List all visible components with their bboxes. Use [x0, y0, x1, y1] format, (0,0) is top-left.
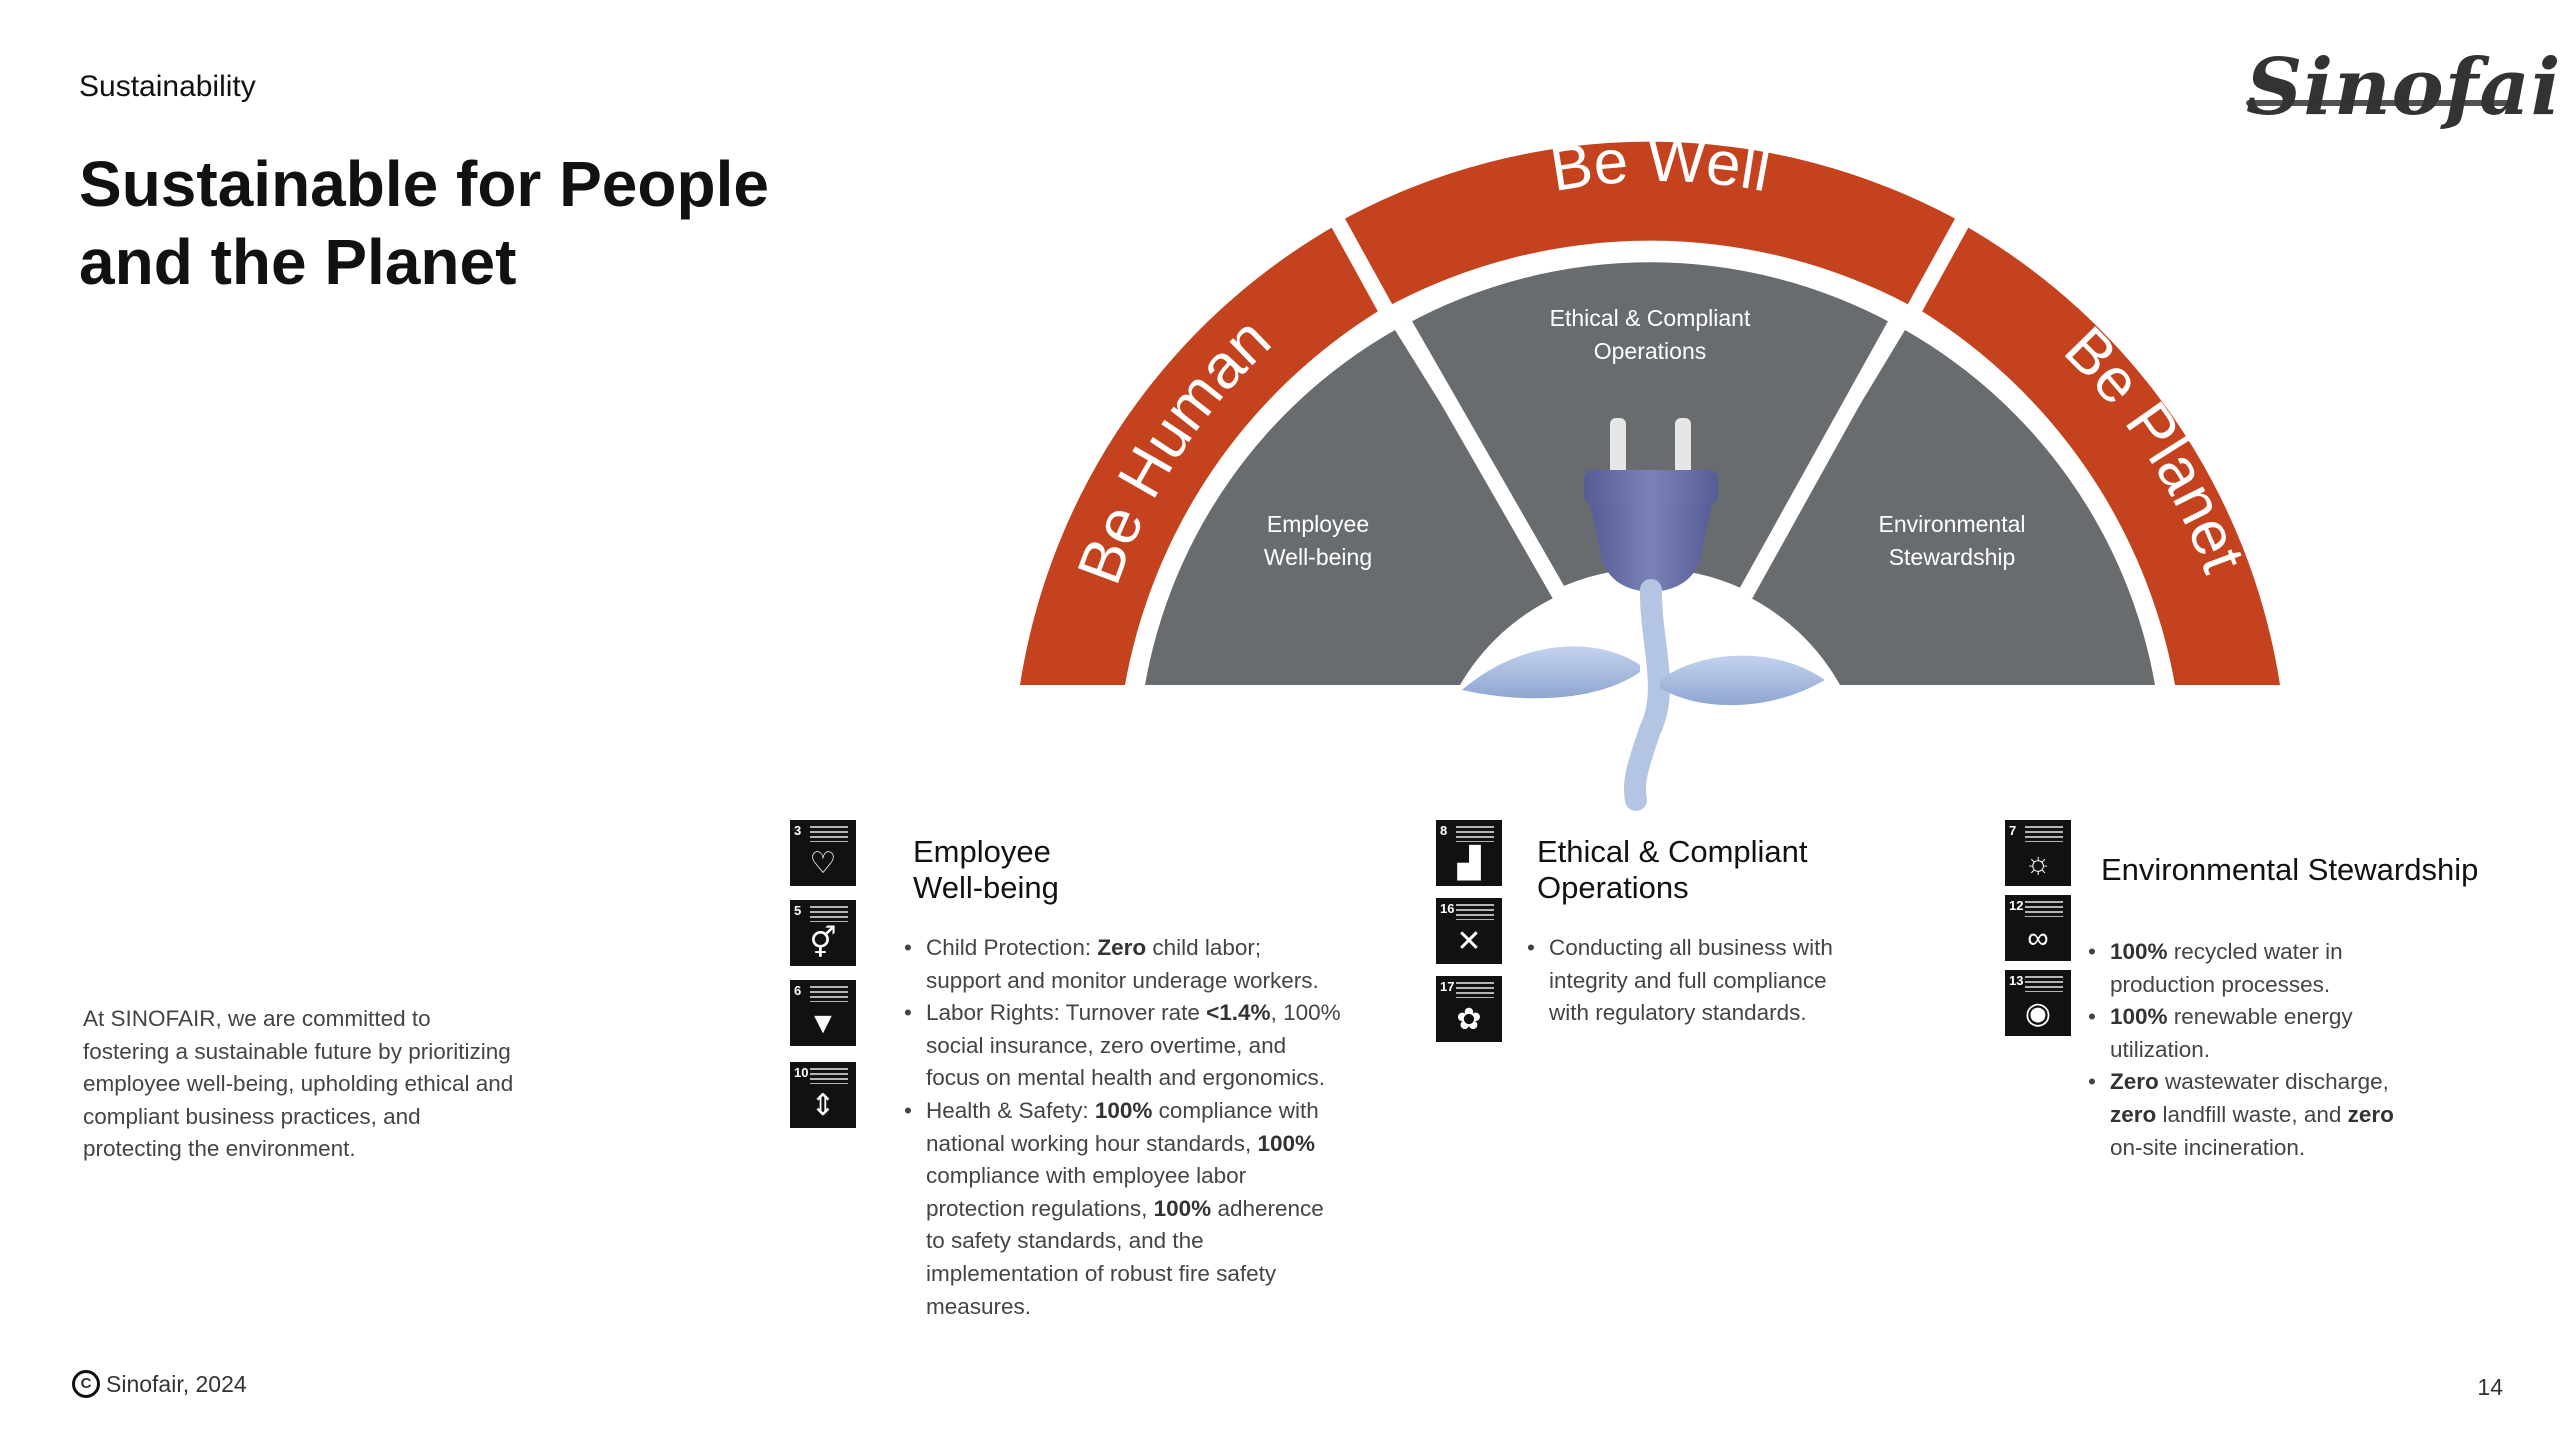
sdg-goal-13: 13 ◉ — [2005, 970, 2071, 1036]
sector-label-right-line2: Stewardship — [1889, 544, 2016, 570]
partnerships-icon: ✿ — [1456, 1003, 1482, 1036]
outer-ring-right — [1920, 224, 2280, 685]
heartbeat-icon: ♡ — [809, 847, 837, 880]
sdg-number: 12 — [2009, 898, 2024, 913]
sector-label-center-line2: Operations — [1594, 338, 1707, 364]
sinofair-logo: Sinofair — [2246, 42, 2560, 152]
logo-text: Sinofair — [2246, 42, 2560, 133]
sdg-number: 16 — [1440, 901, 1455, 916]
bullet-item: Zero wastewater discharge, zero landfill… — [2086, 1066, 2416, 1164]
sdg-goal-8: 8 ▟ — [1436, 820, 1502, 886]
inner-sector-right — [1745, 330, 2155, 685]
sdg-goal-16: 16 ✕ — [1436, 898, 1502, 964]
responsible-consumption-icon: ∞ — [2027, 922, 2049, 955]
page-title-line2: and the Planet — [79, 226, 517, 298]
clean-energy-icon: ☼ — [2024, 847, 2052, 880]
peace-justice-icon: ✕ — [1456, 925, 1482, 958]
ring-separator-left — [1322, 204, 1408, 339]
sdg-goal-3: 3 ♡ — [790, 820, 856, 886]
reduced-inequalities-icon: ⇕ — [810, 1089, 836, 1122]
bullet-list-ethical: Conducting all business with integrity a… — [1525, 932, 1855, 1030]
gender-equality-icon: ⚥ — [809, 927, 837, 960]
plug-sprout-icon — [1462, 418, 1825, 811]
inner-sector-left — [1145, 330, 1560, 685]
intro-paragraph: At SINOFAIR, we are committed to fosteri… — [83, 1006, 514, 1161]
sdg-number: 7 — [2009, 823, 2017, 838]
sustainability-arch-diagram: Be Human Be Well Be Planet Employee Well… — [1020, 126, 2280, 811]
sector-label-center-line1: Ethical & Compliant — [1550, 305, 1751, 331]
section-label: Sustainability — [79, 70, 256, 103]
climate-action-icon: ◉ — [2024, 997, 2052, 1030]
sector-label-left-line1: Employee — [1267, 511, 1369, 537]
column-title-ethical: Ethical & Compliant Operations — [1537, 834, 1808, 905]
sdg-number: 8 — [1440, 823, 1448, 838]
ring-label-be-well: Be Well — [1546, 126, 1776, 206]
inner-sector-center — [1405, 262, 1895, 590]
page-title: Sustainable for People and the Planet — [79, 145, 839, 301]
page-number: 14 — [2477, 1374, 2503, 1400]
sdg-goal-7: 7 ☼ — [2005, 820, 2071, 886]
logo-underline — [2246, 100, 2516, 106]
sdg-number: 5 — [794, 903, 802, 918]
copyright-text: Sinofair, 2024 — [106, 1370, 247, 1397]
sdg-goal-5: 5 ⚥ — [790, 900, 856, 966]
bullet-item: Health & Safety: 100% compliance with na… — [902, 1095, 1342, 1323]
footer-copyright: C Sinofair, 2024 — [72, 1370, 247, 1398]
bullet-item: Child Protection: Zero child labor; supp… — [902, 932, 1342, 997]
column-title-environmental: Environmental Stewardship — [2101, 852, 2479, 887]
clean-water-icon: ▼ — [808, 1007, 838, 1040]
bullet-item: Conducting all business with integrity a… — [1525, 932, 1855, 1030]
sector-label-right-line1: Environmental — [1878, 511, 2025, 537]
bullet-item: Labor Rights: Turnover rate <1.4%, 100% … — [902, 997, 1342, 1095]
bullet-list-employee: Child Protection: Zero child labor; supp… — [902, 932, 1342, 1323]
sdg-goal-6: 6 ▼ — [790, 980, 856, 1046]
sdg-goal-10: 10 ⇕ — [790, 1062, 856, 1128]
bullet-list-environmental: 100% recycled water in production proces… — [2086, 936, 2416, 1164]
sdg-number: 6 — [794, 983, 802, 998]
sector-separator-left — [1398, 321, 1567, 599]
bullet-item: 100% renewable energy utilization. — [2086, 1001, 2416, 1066]
column-title-employee: Employee Well-being — [913, 834, 1059, 905]
sector-label-left-line2: Well-being — [1264, 544, 1372, 570]
sdg-number: 13 — [2009, 973, 2024, 988]
outer-ring-top — [1337, 141, 1963, 308]
outer-ring-left — [1020, 224, 1380, 685]
copyright-icon: C — [72, 1370, 100, 1398]
page-title-line1: Sustainable for People — [79, 148, 769, 220]
sector-separator-right — [1738, 321, 1902, 599]
sdg-goal-12: 12 ∞ — [2005, 895, 2071, 961]
bullet-item: 100% recycled water in production proces… — [2086, 936, 2416, 1001]
ring-separator-right — [1892, 204, 1978, 339]
economic-growth-icon: ▟ — [1457, 847, 1481, 880]
sdg-number: 10 — [794, 1065, 809, 1080]
sdg-number: 17 — [1440, 979, 1455, 994]
sdg-goal-17: 17 ✿ — [1436, 976, 1502, 1042]
sdg-number: 3 — [794, 823, 802, 838]
